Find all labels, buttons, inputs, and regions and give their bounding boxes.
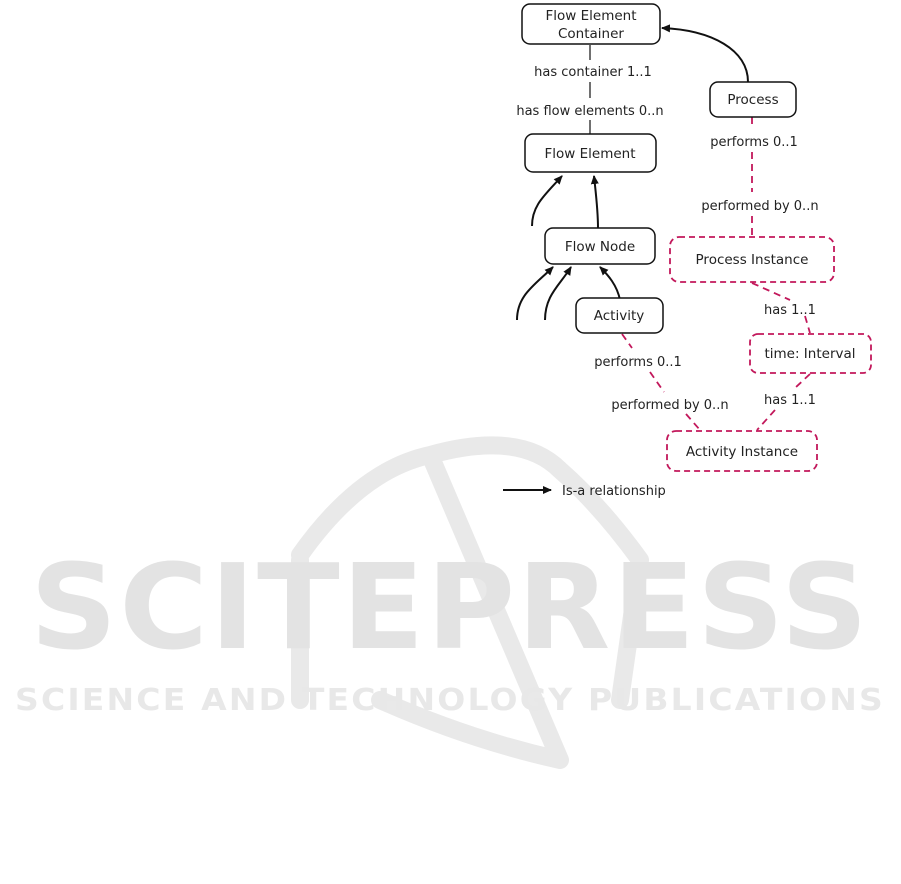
node-process-instance[interactable]: Process Instance [669, 236, 835, 283]
watermark-tagline: SCIENCE AND TECHNOLOGY PUBLICATIONS [15, 683, 885, 718]
isa-arrows [503, 24, 749, 494]
dash-time-has [794, 373, 811, 389]
dash-has-activity-instance [756, 409, 776, 431]
node-flow-node-label: Flow Node [565, 239, 635, 255]
node-process[interactable]: Process [709, 81, 797, 118]
isa-activity-to-flow-node [599, 266, 621, 301]
instance-relations [621, 117, 811, 431]
watermark-brand: SCITEPRESS [30, 538, 870, 676]
node-flow-element-label: Flow Element [545, 146, 636, 162]
dash-performed-by-activity-instance [685, 413, 701, 431]
dash-has-time [804, 315, 811, 334]
legend-label: Is-a relationship [562, 484, 666, 499]
watermark: SCITEPRESS SCIENCE AND TECHNOLOGY PUBLIC… [15, 436, 885, 769]
dash-activity-performs [621, 333, 633, 349]
isa-left1-to-flow-node [516, 266, 554, 321]
label-process-performed-by: performed by 0..n [701, 199, 818, 214]
node-activity-instance[interactable]: Activity Instance [666, 430, 818, 472]
node-activity-instance-label: Activity Instance [686, 444, 798, 460]
label-pi-has: has 1..1 [764, 303, 816, 318]
node-flow-element-container-line1: Flow Element [546, 8, 637, 24]
node-flow-element[interactable]: Flow Element [524, 133, 657, 173]
node-process-instance-label: Process Instance [696, 252, 809, 268]
watermark-book-icon [291, 436, 649, 769]
isa-left-to-flow-element [531, 175, 563, 227]
label-activity-performed-by: performed by 0..n [611, 398, 728, 413]
node-flow-node[interactable]: Flow Node [544, 227, 656, 265]
node-flow-element-container-line2: Container [558, 26, 624, 42]
label-has-container: has container 1..1 [534, 65, 652, 80]
isa-process-to-container [661, 24, 749, 83]
isa-left2-to-flow-node [544, 266, 572, 321]
label-process-performs: performs 0..1 [710, 135, 798, 150]
label-has-flow-elements: has flow elements 0..n [516, 104, 663, 119]
legend: Is-a relationship [562, 484, 666, 499]
edge-labels: has container 1..1 has flow elements 0..… [516, 65, 818, 413]
node-process-label: Process [727, 92, 778, 108]
label-time-has: has 1..1 [764, 393, 816, 408]
node-activity[interactable]: Activity [575, 297, 664, 334]
dash-performs-performed-by-activity [649, 371, 665, 393]
isa-flow-node-to-flow-element [590, 175, 599, 229]
node-flow-element-container[interactable]: Flow Element Container [521, 3, 661, 45]
node-time-interval[interactable]: time: Interval [749, 333, 872, 374]
node-activity-label: Activity [594, 308, 645, 324]
node-time-interval-label: time: Interval [764, 346, 855, 362]
dash-process-instance-has [751, 282, 791, 301]
label-activity-performs: performs 0..1 [594, 355, 682, 370]
